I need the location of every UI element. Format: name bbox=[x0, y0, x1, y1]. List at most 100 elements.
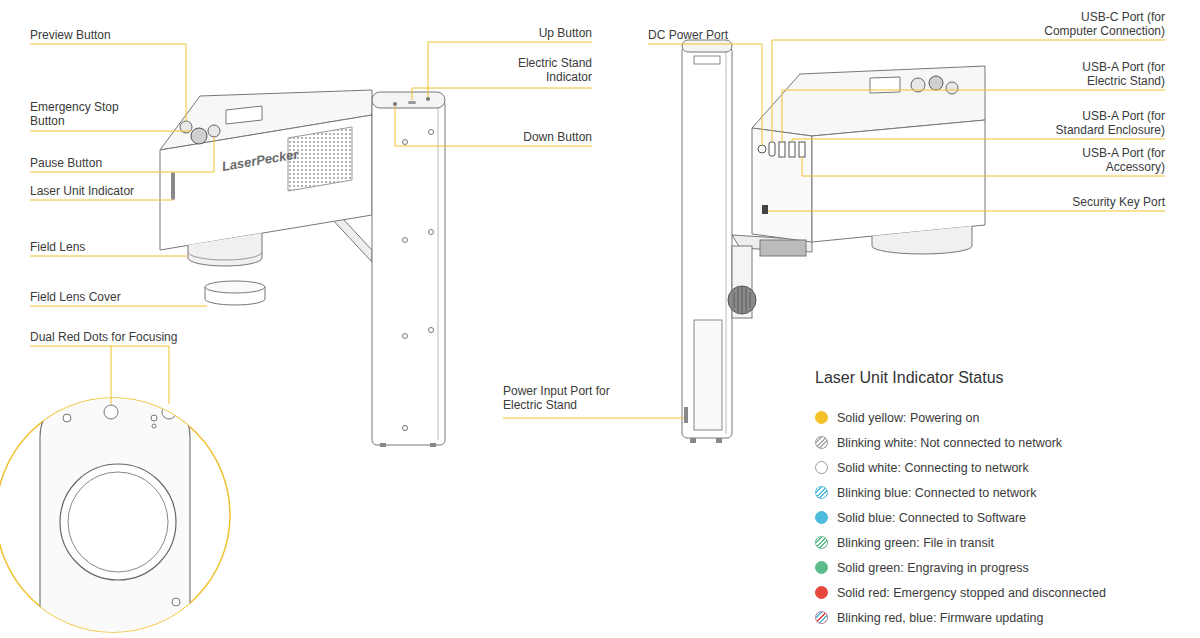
leader-lines bbox=[30, 40, 1165, 418]
leader-line bbox=[792, 139, 1165, 142]
part-label: Pause Button bbox=[30, 156, 102, 170]
lens-inner bbox=[68, 472, 168, 572]
threaded-collar bbox=[760, 240, 806, 256]
legend-swatch bbox=[815, 436, 828, 449]
legend-swatch bbox=[815, 611, 828, 624]
pause-button bbox=[208, 125, 220, 137]
red-dot-emitter bbox=[104, 405, 118, 419]
head-side-face bbox=[752, 128, 812, 242]
field-lens bbox=[872, 226, 972, 254]
leader-line bbox=[30, 137, 214, 172]
up-button bbox=[426, 97, 430, 101]
mount-hole bbox=[172, 598, 180, 606]
usb-a-port bbox=[789, 142, 795, 157]
legend-text: Blinking blue: Connected to network bbox=[837, 485, 1036, 501]
part-label: Security Key Port bbox=[1072, 195, 1165, 209]
stand-indicator bbox=[408, 101, 416, 104]
legend-text: Blinking red, blue: Firmware updating bbox=[837, 610, 1043, 626]
display-screen bbox=[226, 106, 262, 124]
dc-port bbox=[758, 145, 766, 153]
part-label: Dual Red Dots for Focusing bbox=[30, 330, 177, 344]
display-screen bbox=[870, 77, 900, 93]
legend-text: Blinking green: File in transit bbox=[837, 535, 994, 551]
legend-swatch bbox=[815, 486, 828, 499]
part-label: Electric Stand Indicator bbox=[492, 56, 592, 84]
stand-foot bbox=[690, 438, 696, 443]
indicator-strip bbox=[171, 172, 175, 200]
leader-line bbox=[30, 200, 173, 201]
leader-line bbox=[428, 42, 592, 97]
part-label: Field Lens Cover bbox=[30, 290, 121, 304]
stand-slot bbox=[694, 320, 722, 430]
usb-a-port bbox=[799, 142, 805, 157]
part-label: Preview Button bbox=[30, 28, 111, 42]
field-lens bbox=[188, 233, 262, 266]
screw bbox=[403, 140, 408, 145]
screw bbox=[429, 328, 434, 333]
knob-grip bbox=[734, 286, 750, 314]
part-label: Down Button bbox=[523, 130, 592, 144]
legend-text: Solid blue: Connected to Software bbox=[837, 510, 1026, 526]
leader-line bbox=[395, 106, 592, 146]
leader-line bbox=[648, 44, 762, 145]
stand-foot bbox=[380, 443, 386, 447]
legend-swatch bbox=[815, 511, 828, 524]
leader-line bbox=[30, 306, 207, 307]
legend-swatch bbox=[815, 411, 828, 424]
stand-column bbox=[372, 100, 445, 445]
lens-outer bbox=[60, 464, 176, 580]
part-label: Up Button bbox=[539, 26, 592, 40]
part-label: Power Input Port for Electric Stand bbox=[503, 384, 623, 412]
leader-line bbox=[772, 40, 1165, 142]
part-label: Laser Unit Indicator bbox=[30, 184, 134, 198]
legend-swatch bbox=[815, 461, 828, 474]
head-front-face bbox=[812, 120, 985, 242]
usb-c-port bbox=[769, 142, 775, 156]
security-key-port bbox=[762, 205, 768, 214]
leader-line bbox=[30, 131, 191, 132]
stand-foot bbox=[716, 438, 722, 443]
head-button bbox=[929, 76, 943, 90]
head-button bbox=[946, 82, 958, 94]
stand-power-port bbox=[684, 407, 688, 423]
stand-edge bbox=[438, 108, 439, 440]
legend-text: Solid red: Emergency stopped and disconn… bbox=[837, 585, 1106, 601]
leader-line bbox=[412, 88, 592, 100]
emergency-stop-button bbox=[191, 128, 207, 144]
stand-foot bbox=[430, 443, 436, 447]
legend-title: Laser Unit Indicator Status bbox=[815, 368, 1004, 388]
legend-text: Solid green: Engraving in progress bbox=[837, 560, 1029, 576]
leader-line bbox=[30, 346, 169, 404]
legend-text: Solid white: Connecting to network bbox=[837, 460, 1029, 476]
leader-line bbox=[768, 211, 1165, 212]
legend-swatch bbox=[815, 586, 828, 599]
stand-top bbox=[372, 92, 445, 108]
sensor-hole bbox=[152, 424, 156, 428]
part-label: USB-A Port (for Accessory) bbox=[1045, 146, 1165, 174]
down-button bbox=[393, 102, 397, 106]
stand-edge bbox=[726, 52, 727, 434]
legend-swatch bbox=[815, 536, 828, 549]
part-label: USB-C Port (for Computer Connection) bbox=[1035, 10, 1165, 38]
screw bbox=[403, 426, 408, 431]
leader-line bbox=[782, 90, 1165, 142]
screw bbox=[403, 238, 408, 243]
usb-a-port bbox=[779, 142, 785, 157]
legend-swatch bbox=[815, 561, 828, 574]
lens-ring bbox=[188, 252, 262, 260]
lock-knob bbox=[728, 286, 756, 314]
screw bbox=[403, 334, 408, 339]
leader-line bbox=[30, 256, 188, 257]
part-label: Field Lens bbox=[30, 240, 85, 254]
part-label: USB-A Port (for Electric Stand) bbox=[1055, 60, 1165, 88]
mount-hole bbox=[63, 414, 71, 422]
leader-line bbox=[503, 418, 684, 419]
head-front-face bbox=[160, 115, 372, 250]
part-label: Emergency Stop Button bbox=[30, 100, 130, 128]
screw bbox=[429, 130, 434, 135]
part-label: DC Power Port bbox=[648, 28, 728, 42]
part-label: USB-A Port (for Standard Enclosure) bbox=[1045, 109, 1165, 137]
red-dot-emitter bbox=[162, 405, 176, 419]
